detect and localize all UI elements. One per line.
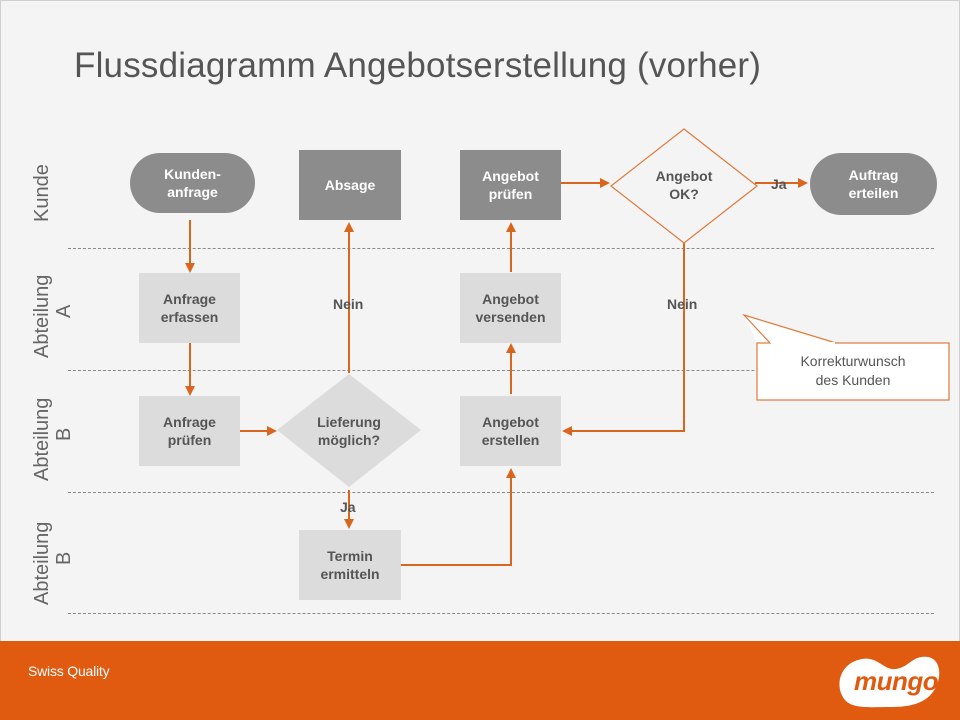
node-absage: Absage [299, 150, 401, 220]
lane-separator [68, 492, 934, 493]
lane-separator [68, 248, 934, 249]
node-angebot-ok-text: Angebot OK? [655, 168, 713, 202]
node-angebot-erstellen: Angebot erstellen [460, 396, 561, 466]
node-anfrage-pruefen: Anfrage prüfen [139, 396, 240, 466]
footer-bar: Swiss Quality [0, 641, 960, 720]
edge-label-ja-top: Ja [771, 176, 787, 192]
node-termin-ermitteln: Termin ermitteln [299, 530, 401, 600]
arrow-ok-nein-to-angebot-erstellen [562, 242, 685, 436]
lane-separator [68, 370, 934, 371]
callout-korrekturwunsch: Korrekturwunsch des Kunden [800, 353, 906, 388]
node-kundenanfrage: Kunden- anfrage [130, 153, 255, 213]
flow-connectors [185, 128, 950, 566]
swiss-quality-text: Swiss Quality [28, 663, 110, 679]
edge-label-nein-left: Nein [333, 296, 364, 312]
node-lieferung-moeglich-text: Lieferung möglich? [317, 414, 381, 448]
decision-diamond-angebot-ok [610, 128, 758, 244]
arrow-termin-to-angebot-erstellen [401, 468, 516, 566]
node-anfrage-erfassen: Anfrage erfassen [139, 273, 240, 343]
edge-label-nein-right: Nein [667, 296, 698, 312]
node-angebot-pruefen: Angebot prüfen [460, 150, 561, 220]
mungo-logo [839, 656, 940, 708]
node-angebot-versenden: Angebot versenden [460, 273, 561, 343]
mungo-logo-text: mungo [854, 666, 939, 696]
lane-separator [68, 613, 934, 614]
slide-title: Flussdiagramm Angebotserstellung (vorher… [74, 46, 762, 85]
edge-label-ja-bottom: Ja [340, 499, 356, 515]
decision-diamond-lieferung [277, 374, 421, 487]
node-auftrag-erteilen: Auftrag erteilen [810, 153, 937, 215]
